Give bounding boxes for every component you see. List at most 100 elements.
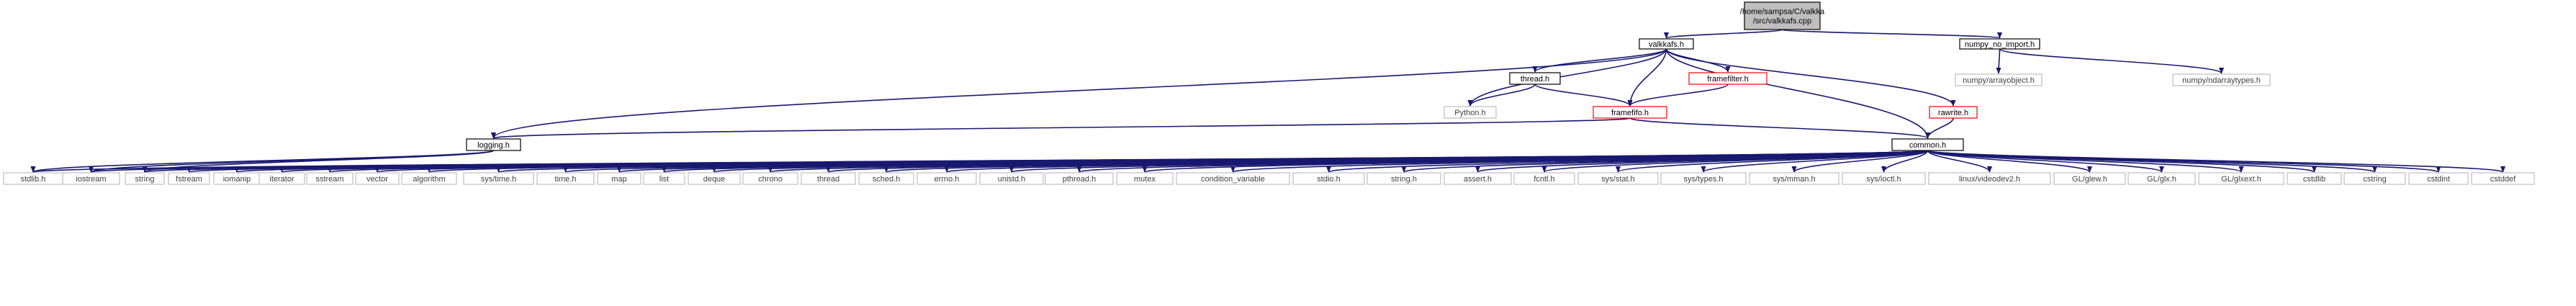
node-framefilter-h[interactable]: framefilter.h xyxy=(1688,72,1767,85)
node-unistd-h[interactable]: unistd.h xyxy=(979,172,1044,185)
node-numpy-no-import-h[interactable]: numpy_no_import.h xyxy=(1959,38,2040,50)
node-cstdint[interactable]: cstdint xyxy=(2408,172,2469,185)
node-label: /src/valkkafs.cpp xyxy=(1753,17,1811,26)
edge-line xyxy=(1467,48,1667,107)
edge-root-to-numpy-no-import-h xyxy=(1781,29,2002,39)
edge-logging-h-to-string xyxy=(142,150,495,173)
node-label: stdlib.h xyxy=(21,175,46,184)
node-box xyxy=(1891,138,1964,151)
node-mutex[interactable]: mutex xyxy=(1116,172,1174,185)
node-rawrite-h[interactable]: rawrite.h xyxy=(1929,106,1978,119)
node-iterator[interactable]: iterator xyxy=(258,172,305,185)
node-box xyxy=(979,172,1044,185)
node-time-h[interactable]: time.h xyxy=(536,172,595,185)
node-sys-stat-h[interactable]: sys/stat.h xyxy=(1577,172,1659,185)
node-thread[interactable]: thread xyxy=(801,172,856,185)
edge-line xyxy=(1927,150,1993,173)
node-sched-h[interactable]: sched.h xyxy=(858,172,914,185)
node-algorithm[interactable]: algorithm xyxy=(401,172,457,185)
edge-line xyxy=(1927,150,2505,173)
node-box xyxy=(1509,72,1561,85)
node-box xyxy=(1929,106,1978,119)
node-box xyxy=(2053,172,2126,185)
node-label: cstddef xyxy=(2490,175,2516,184)
node-sstream[interactable]: sstream xyxy=(306,172,353,185)
node-condition-variable[interactable]: condition_variable xyxy=(1176,172,1290,185)
node-label: iomanip xyxy=(223,175,251,184)
node-box xyxy=(1928,172,2051,185)
node-sys-time-h[interactable]: sys/time.h xyxy=(463,172,534,185)
node-gl-glxext-h[interactable]: GL/glxext.h xyxy=(2198,172,2284,185)
node-box xyxy=(1292,172,1365,185)
node-pthread-h[interactable]: pthread.h xyxy=(1045,172,1114,185)
node-deque[interactable]: deque xyxy=(688,172,741,185)
node-label: thread.h xyxy=(1521,75,1549,84)
node-sys-types-h[interactable]: sys/types.h xyxy=(1660,172,1747,185)
node-box xyxy=(1744,1,1821,30)
node-label: string xyxy=(135,175,155,184)
node-label: /home/sampsa/C/valkka xyxy=(1740,8,1825,17)
node-cstddef[interactable]: cstddef xyxy=(2471,172,2535,185)
node-sys-mman-h[interactable]: sys/mman.h xyxy=(1749,172,1839,185)
node-label: Python.h xyxy=(1454,109,1485,117)
node-numpy-ndarraytypes-h[interactable]: numpy/ndarraytypes.h xyxy=(2172,73,2271,86)
node-iostream[interactable]: iostream xyxy=(62,172,120,185)
node-cstring[interactable]: cstring xyxy=(2343,172,2406,185)
node-label: stdio.h xyxy=(1317,175,1340,184)
node-numpy-arrayobject-h[interactable]: numpy/arrayobject.h xyxy=(1955,73,2043,86)
edge-common-h-to-sys-types-h xyxy=(1701,150,1929,173)
edge-line xyxy=(1996,48,2001,74)
edge-common-h-to-gl-glew-h xyxy=(1927,150,2092,173)
node-linux-videodev2-h[interactable]: linux/videodev2.h xyxy=(1928,172,2051,185)
node-assert-h[interactable]: assert.h xyxy=(1444,172,1512,185)
node-stdio-h[interactable]: stdio.h xyxy=(1292,172,1365,185)
node-box xyxy=(2471,172,2535,185)
node-logging-h[interactable]: logging.h xyxy=(466,138,521,151)
node-errno-h[interactable]: errno.h xyxy=(917,172,977,185)
edge-rawrite-h-to-common-h xyxy=(1924,117,1954,139)
node-string-h[interactable]: string.h xyxy=(1366,172,1441,185)
node-label: sys/time.h xyxy=(481,175,517,184)
edge-line xyxy=(1924,117,1954,139)
node-iomanip[interactable]: iomanip xyxy=(213,172,261,185)
node-list[interactable]: list xyxy=(643,172,685,185)
edge-line xyxy=(1665,48,1956,107)
edge-line xyxy=(1627,84,1729,107)
node-thread-h[interactable]: thread.h xyxy=(1509,72,1561,85)
node-box xyxy=(2408,172,2469,185)
node-box xyxy=(1639,38,1694,50)
node-framefifo-h[interactable]: framefifo.h xyxy=(1593,106,1667,119)
node-valkkafs-h[interactable]: valkkafs.h xyxy=(1639,38,1694,50)
node-box xyxy=(2287,172,2342,185)
edge-common-h-to-sys-mman-h xyxy=(1791,150,1929,173)
node-string[interactable]: string xyxy=(125,172,165,185)
node-label: chrono xyxy=(758,175,783,184)
node-gl-glew-h[interactable]: GL/glew.h xyxy=(2053,172,2126,185)
node-box xyxy=(1660,172,1747,185)
node-python-h[interactable]: Python.h xyxy=(1444,106,1497,119)
edge-line xyxy=(142,150,495,173)
node-fstream[interactable]: fstream xyxy=(168,172,210,185)
node-stdlib-h[interactable]: stdlib.h xyxy=(3,172,63,185)
node-box xyxy=(1176,172,1290,185)
edge-thread-h-to-python-h xyxy=(1467,84,1536,107)
node-map[interactable]: map xyxy=(597,172,641,185)
node-sys-ioctl-h[interactable]: sys/ioctl.h xyxy=(1842,172,1926,185)
node-box xyxy=(466,138,521,151)
node-label: GL/glxext.h xyxy=(2221,175,2261,184)
node-fcntl-h[interactable]: fcntl.h xyxy=(1513,172,1575,185)
node-label: mutex xyxy=(1134,175,1156,184)
edge-line xyxy=(1629,117,1930,139)
node-cstdlib[interactable]: cstdlib xyxy=(2287,172,2342,185)
node-root[interactable]: /home/sampsa/C/valkka/src/valkkafs.cpp xyxy=(1740,1,1825,30)
node-box xyxy=(1593,106,1667,119)
node-box xyxy=(1444,172,1512,185)
node-common-h[interactable]: common.h xyxy=(1891,138,1964,151)
node-gl-glx-h[interactable]: GL/glx.h xyxy=(2127,172,2196,185)
node-chrono[interactable]: chrono xyxy=(742,172,798,185)
node-box xyxy=(1959,38,2040,50)
node-layer: /home/sampsa/C/valkka/src/valkkafs.cpp va… xyxy=(3,1,2535,185)
node-vector[interactable]: vector xyxy=(355,172,400,185)
node-label: valkkafs.h xyxy=(1649,40,1684,49)
node-box xyxy=(1749,172,1839,185)
